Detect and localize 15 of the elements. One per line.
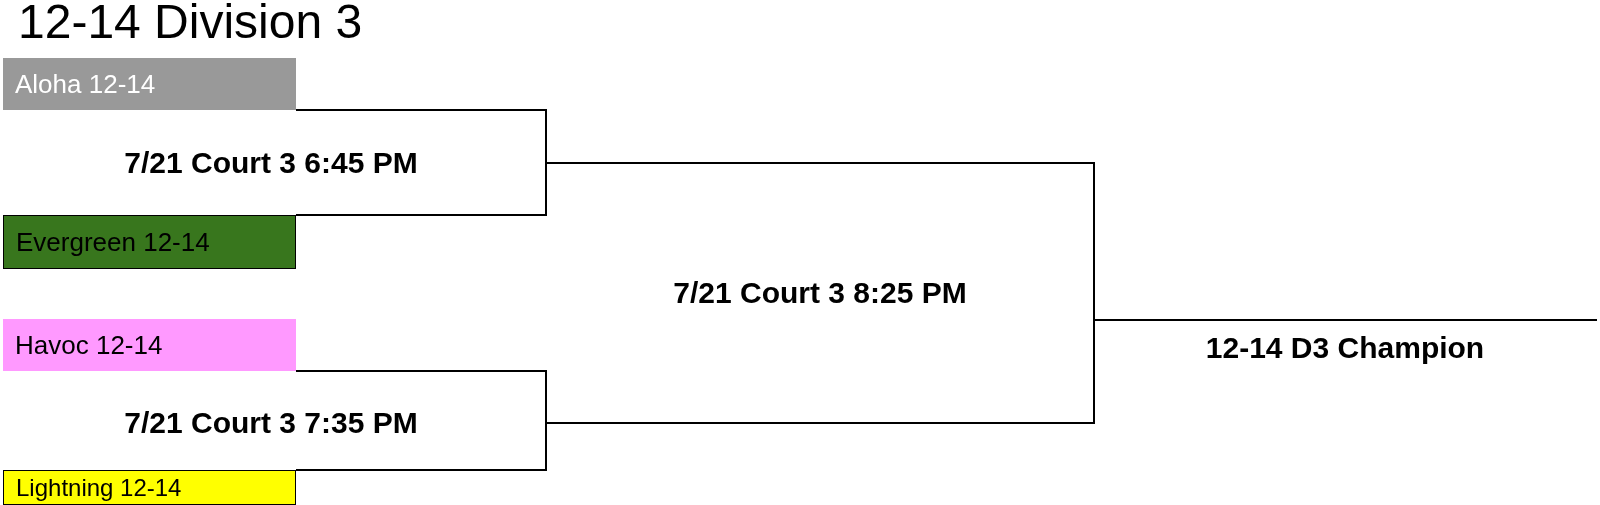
- bracket-line: [295, 370, 547, 471]
- team-name: Lightning 12-14: [16, 473, 182, 502]
- team-bar: [3, 470, 296, 505]
- team-name: Aloha 12-14: [15, 68, 156, 100]
- edge-label: 7/21 Court 3 6:45 PM: [124, 146, 418, 180]
- edge-label: 7/21 Court 3 7:35 PM: [124, 406, 418, 440]
- bracket-line: [295, 109, 547, 216]
- team-name: Evergreen 12-14: [16, 226, 210, 258]
- team-bar: [3, 319, 296, 371]
- game-label: 7/21 Court 3 8:25 PM: [673, 276, 967, 310]
- team-bar: [3, 215, 296, 269]
- team-bar: [3, 58, 296, 110]
- result-label: 12-14 D3 Champion: [1205, 331, 1485, 365]
- title: 12-14 Division 3: [18, 0, 363, 48]
- team-name: Havoc 12-14: [15, 329, 163, 361]
